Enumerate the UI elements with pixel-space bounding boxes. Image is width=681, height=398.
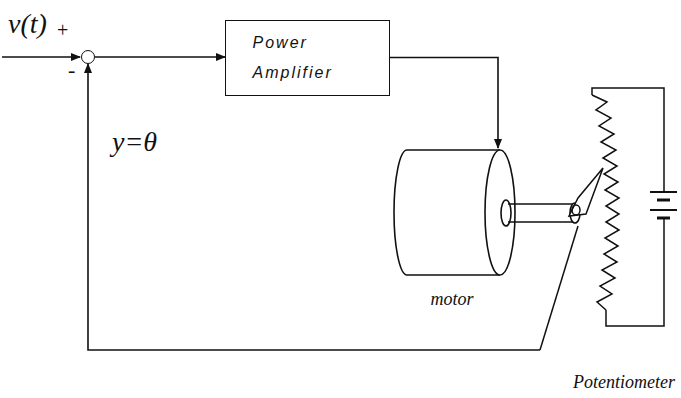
motor: motor bbox=[379, 148, 525, 312]
box-label: Power Amplifier bbox=[253, 28, 363, 88]
process-box: Power Amplifier bbox=[225, 20, 390, 96]
signal-line bbox=[88, 64, 540, 350]
signal-line bbox=[390, 58, 498, 149]
signal-line bbox=[95, 56, 225, 58]
potentiometer: Potentiometer bbox=[540, 85, 677, 395]
potentiometer-label: Potentiometer bbox=[573, 372, 675, 393]
motor-drawing bbox=[394, 150, 580, 275]
summing-junction: +- bbox=[81, 50, 95, 64]
potentiometer-drawing bbox=[540, 88, 677, 350]
signal-name: y=θ bbox=[112, 126, 157, 158]
minus-sign: - bbox=[68, 57, 75, 83]
motor-label: motor bbox=[379, 289, 525, 310]
plus-sign: + bbox=[57, 19, 68, 42]
signal-name: v(t) bbox=[8, 8, 47, 40]
